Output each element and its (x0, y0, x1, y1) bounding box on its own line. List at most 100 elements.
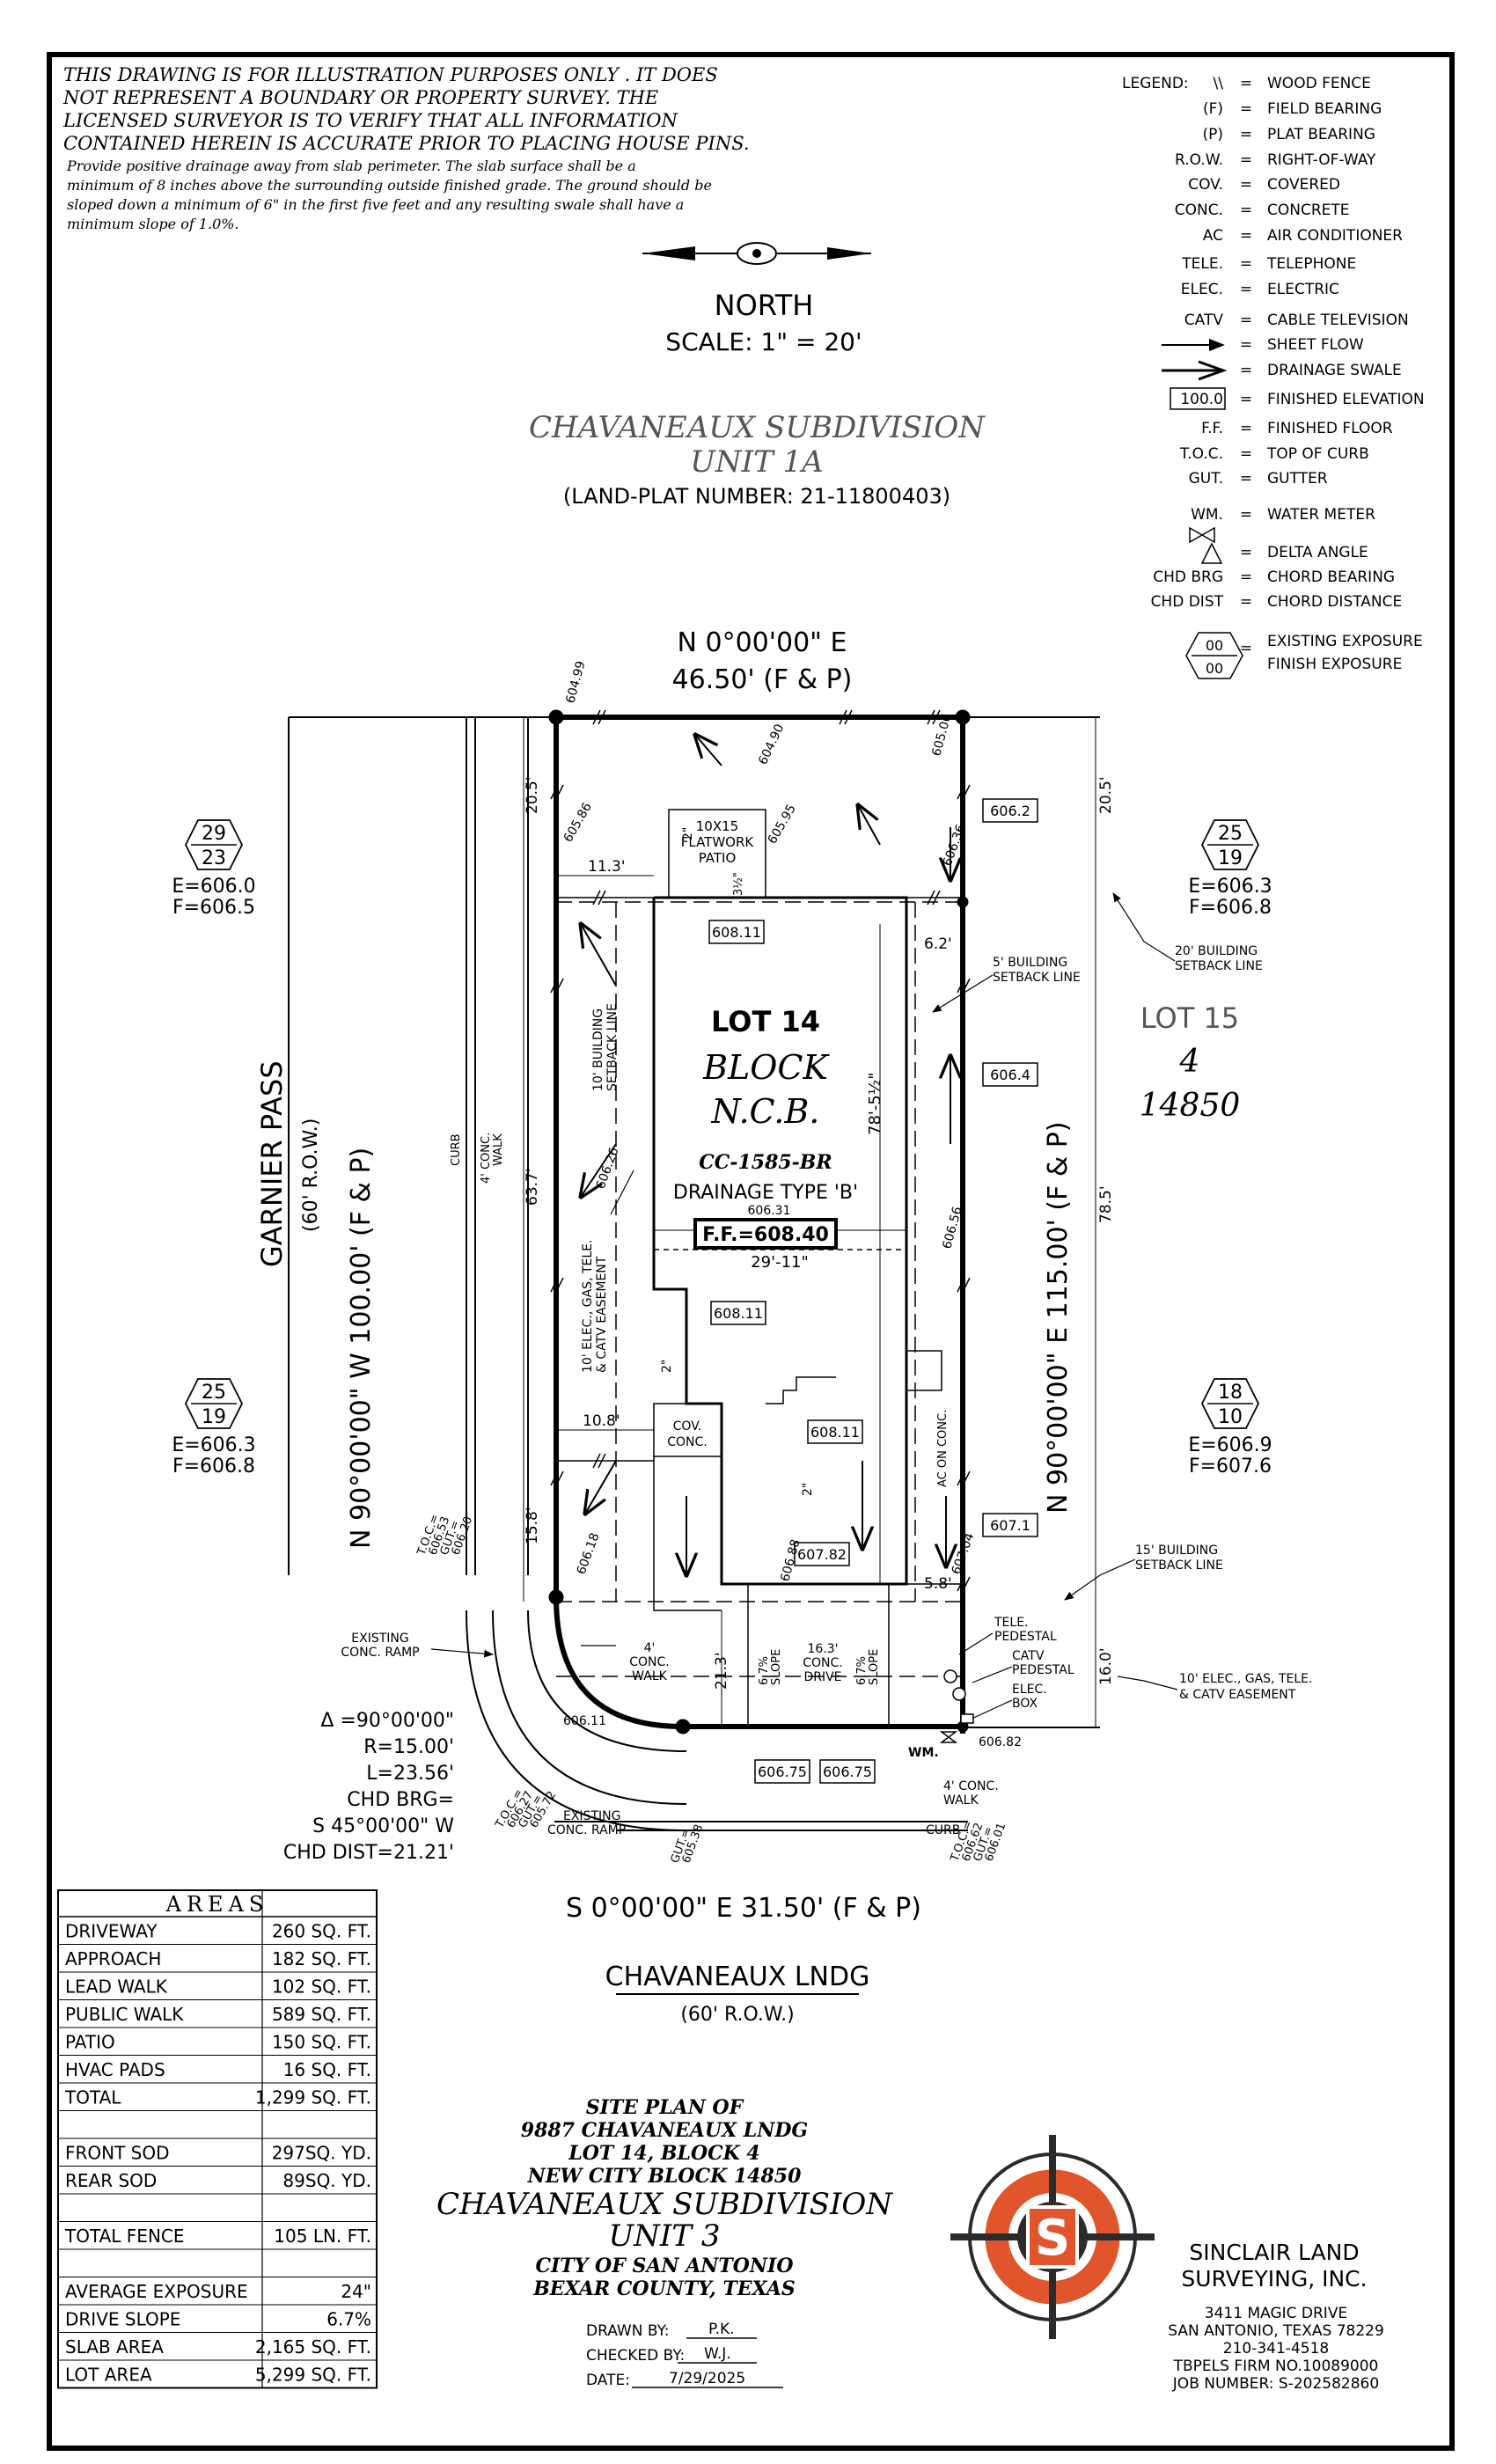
elev-box: 607.82 (797, 1546, 847, 1563)
legend-symbol: R.O.W. (1175, 151, 1223, 169)
slope-label: SLOPE (868, 1649, 881, 1685)
legend-exposure-top: 00 (1206, 637, 1223, 654)
house-plan: CC-1585-BR (699, 1151, 832, 1174)
dim-label: 78.5' (1097, 1185, 1115, 1223)
title-line: SITE PLAN OF (586, 2096, 744, 2119)
drainage-note-line: minimum slope of 1.0%. (67, 216, 239, 232)
south-line-bearing: S 0°00'00" E 31.50' (F & P) (566, 1893, 921, 1924)
dim-label: 20.5' (1097, 776, 1115, 814)
disclaimer-line: THIS DRAWING IS FOR ILLUSTRATION PURPOSE… (63, 64, 718, 85)
legend-equals: = (1240, 176, 1252, 194)
setback-5-label: SETBACK LINE (993, 971, 1081, 985)
areas-value: 24" (341, 2281, 371, 2302)
title-unit: UNIT 3 (609, 2218, 721, 2254)
legend-equals: = (1240, 544, 1252, 561)
north-line-distance: 46.50' (F & P) (672, 664, 853, 695)
legend-symbol: AC (1203, 227, 1223, 245)
dim-label: 10.8' (583, 1412, 620, 1430)
lot-title: LOT 14 (711, 1005, 820, 1038)
patio-label: 10X15 (696, 818, 738, 834)
areas-label: TOTAL (64, 2087, 121, 2108)
sheet-frame (47, 52, 1455, 2451)
water-meter-icon (939, 1731, 958, 1743)
drainage-note-line: Provide positive drainage away from slab… (66, 158, 636, 174)
company-name: SINCLAIR LAND (1189, 2240, 1359, 2265)
drainage-arrows (581, 735, 950, 1575)
exposure-existing: 25 (202, 1382, 226, 1404)
street-south-name: CHAVANEAUX LNDG (605, 1962, 870, 1992)
easement-w-label: & CATV EASEMENT (595, 1256, 609, 1373)
patio-label: PATIO (699, 850, 737, 866)
legend-symbol: WM. (1191, 506, 1223, 524)
legend-equals: = (1240, 568, 1252, 586)
water-meter-label: WM. (908, 1746, 939, 1760)
curve-chd-dist: CHD DIST=21.21' (283, 1842, 454, 1864)
exposure-e: E=606.3 (1188, 876, 1272, 898)
legend-symbol: CHD BRG (1153, 568, 1223, 586)
north-line-bearing: N 0°00'00" E (678, 627, 847, 658)
date: 7/29/2025 (669, 2370, 745, 2387)
drive-label: DRIVE (803, 1670, 841, 1684)
disclaimer-line: CONTAINED HEREIN IS ACCURATE PRIOR TO PL… (63, 133, 750, 154)
lot15-ncb: 14850 (1140, 1088, 1241, 1124)
legend-equals: = (1240, 100, 1252, 118)
house-width-dim: 29'-11" (751, 1253, 809, 1272)
areas-label: REAR SOD (65, 2170, 157, 2191)
areas-label: APPROACH (65, 1948, 161, 1969)
legend-equals: = (1240, 391, 1252, 408)
slope-arrow-label: 2" (681, 827, 695, 840)
legend-title: LEGEND: (1122, 75, 1189, 92)
delta-angle-icon (1200, 542, 1223, 564)
areas-label: FRONT SOD (65, 2143, 170, 2164)
tele-label: PEDESTAL (994, 1630, 1057, 1644)
curve-chd-brg-value: S 45°00'00" W (312, 1815, 454, 1837)
legend-equals: = (1240, 227, 1252, 245)
areas-label: PUBLIC WALK (65, 2004, 184, 2025)
ramp-w-label: EXISTING (351, 1632, 408, 1646)
slope-arrow-label: 2" (801, 1483, 815, 1496)
legend-desc: RIGHT-OF-WAY (1267, 151, 1376, 169)
company-logo: S (950, 2135, 1155, 2339)
slope-label: SLOPE (770, 1649, 783, 1685)
legend-equals: = (1240, 75, 1252, 92)
setback-5-label: 5' BUILDING (993, 956, 1067, 970)
spot-elev: 606.26 (594, 1146, 622, 1192)
spot-elev: 605.95 (766, 803, 799, 847)
areas-value: 5,299 SQ. FT. (255, 2365, 371, 2386)
areas-value: 89SQ. YD. (282, 2170, 371, 2191)
legend-equals: = (1240, 470, 1252, 488)
areas-value: 1,299 SQ. FT. (255, 2087, 371, 2108)
exposure-f: F=606.8 (172, 1456, 255, 1478)
company-info: SINCLAIR LAND SURVEYING, INC. 3411 MAGIC… (1168, 2240, 1384, 2393)
legend-desc: SHEET FLOW (1267, 336, 1364, 354)
title-county: BEXAR COUNTY, TEXAS (532, 2277, 796, 2300)
walk-s-label: WALK (632, 1669, 667, 1683)
title-block: SITE PLAN OF 9887 CHAVANEAUX LNDG LOT 14… (436, 2096, 893, 2389)
legend-desc: DELTA ANGLE (1267, 544, 1368, 561)
areas-value: 102 SQ. FT. (272, 1976, 371, 1998)
utility-symbols (939, 1669, 974, 1743)
patio-label: FLATWORK (681, 834, 755, 850)
setback-10-label: 10' BUILDING (591, 1008, 605, 1091)
logo-letter: S (1035, 2210, 1070, 2267)
elev-box: 607.1 (990, 1517, 1030, 1534)
legend-desc: CHORD BEARING (1267, 568, 1395, 586)
legend-equals: = (1240, 202, 1252, 219)
house-depth-dim: 78'-5½" (866, 1072, 884, 1135)
land-plat-number: (LAND-PLAT NUMBER: 21-11800403) (563, 484, 950, 509)
areas-title: AREAS (165, 1892, 269, 1917)
title-line: NEW CITY BLOCK 14850 (527, 2165, 803, 2188)
street-west-row: (60' R.O.W.) (300, 1118, 322, 1232)
dimension-labels: 20.5' 11.3' 63.7' 10.8' 15.8' 21.3' 6.2'… (524, 776, 1115, 1690)
finished-floor: F.F.=608.40 (702, 1224, 829, 1246)
subdivision-name: CHAVANEAUX SUBDIVISION (529, 410, 986, 445)
dim-label: 6.2' (924, 935, 952, 953)
legend-symbol: ELEC. (1181, 281, 1223, 298)
tele-pedestal-icon (943, 1669, 957, 1683)
exposure-finish: 23 (202, 847, 226, 869)
street-west-name: GARNIER PASS (255, 1060, 289, 1267)
slope-label: 6.7% (758, 1656, 771, 1685)
title-line: LOT 14, BLOCK 4 (568, 2142, 759, 2165)
exposure-finish: 19 (1218, 847, 1243, 869)
